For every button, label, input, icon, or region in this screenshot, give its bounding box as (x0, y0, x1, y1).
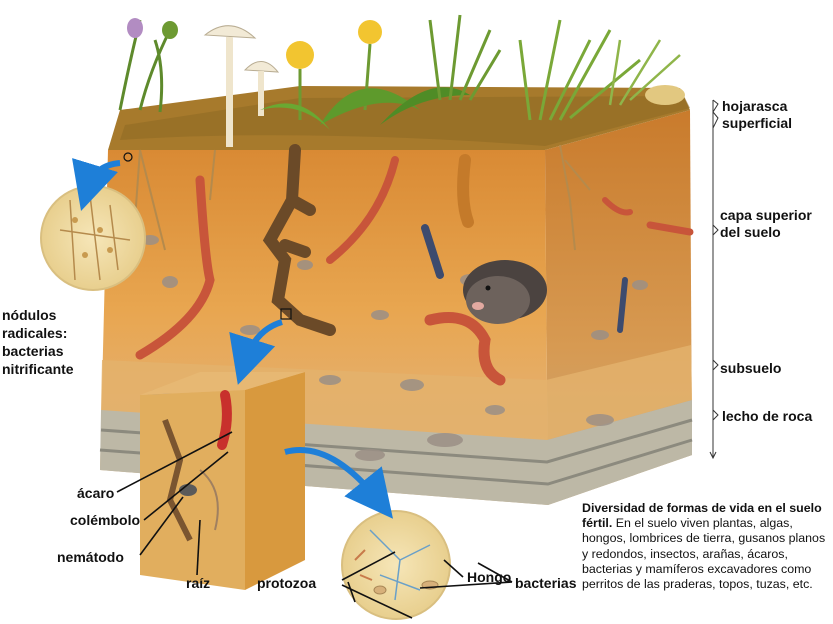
figure-caption: Diversidad de formas de vida en el suelo… (582, 501, 830, 592)
label-nematodo: nemátodo (57, 549, 124, 566)
label-nodulos-3: bacterias (2, 342, 74, 360)
zoom-circle-microbes (342, 511, 450, 619)
caption-body: En el suelo viven plantas, algas, hongos… (582, 516, 825, 591)
label-colembolo: colémbolo (70, 512, 140, 529)
label-lecho-de-roca: lecho de roca (722, 408, 812, 425)
label-hongo: Hongo (467, 569, 511, 586)
label-hojarasca: hojarasca superficial (722, 98, 792, 132)
label-hojarasca-2: superficial (722, 115, 792, 132)
label-capa-2: del suelo (720, 224, 812, 241)
zoom-cube-soil (140, 372, 305, 590)
label-capa-1: capa superior (720, 207, 812, 224)
zoom-circle-nodules (41, 186, 145, 290)
label-hojarasca-1: hojarasca (722, 98, 792, 115)
label-bacterias: bacterias (515, 575, 576, 592)
label-nodulos-4: nitrificante (2, 360, 74, 378)
label-raiz: raíz (186, 575, 210, 592)
label-subsuelo: subsuelo (720, 360, 781, 377)
label-protozoa: protozoa (257, 575, 316, 592)
label-nodulos-2: radicales: (2, 324, 74, 342)
label-nodulos-1: nódulos (2, 306, 74, 324)
horizon-bracket (710, 100, 718, 458)
label-nodulos: nódulos radicales: bacterias nitrificant… (2, 306, 74, 378)
label-acaro: ácaro (77, 485, 114, 502)
label-capa-superior: capa superior del suelo (720, 207, 812, 241)
